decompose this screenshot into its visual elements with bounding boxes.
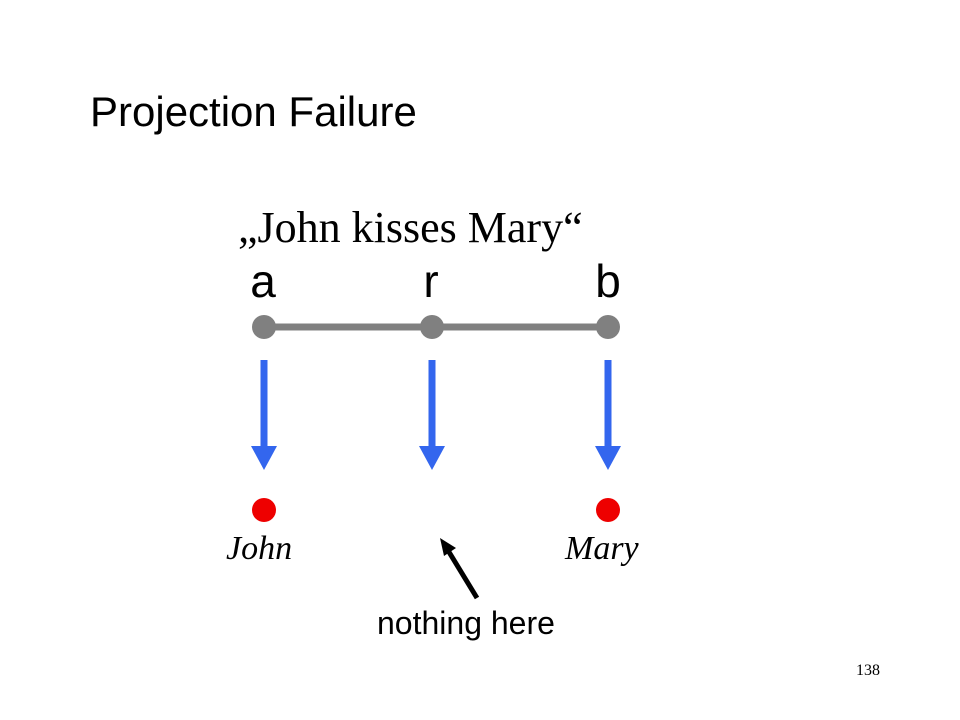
sentence-label: „John kisses Mary“: [238, 203, 583, 252]
slide-title: Projection Failure: [90, 88, 417, 135]
node-r: [420, 315, 444, 339]
projection-arrow-r: [419, 360, 445, 470]
variable-b-label: b: [595, 255, 621, 307]
node-b: [596, 315, 620, 339]
pointer-arrow: [440, 538, 480, 600]
annotation-label: nothing here: [377, 605, 555, 641]
entity-dot-mary: [596, 498, 620, 522]
projection-arrow-b: [595, 360, 621, 470]
variable-a-label: a: [250, 255, 276, 307]
entity-label-john: John: [226, 530, 293, 567]
node-a: [252, 315, 276, 339]
entity-label-mary: Mary: [565, 530, 639, 567]
projection-arrow-a: [251, 360, 277, 470]
page-number: 138: [856, 662, 880, 679]
entity-dot-john: [252, 498, 276, 522]
variable-r-label: r: [423, 255, 439, 307]
